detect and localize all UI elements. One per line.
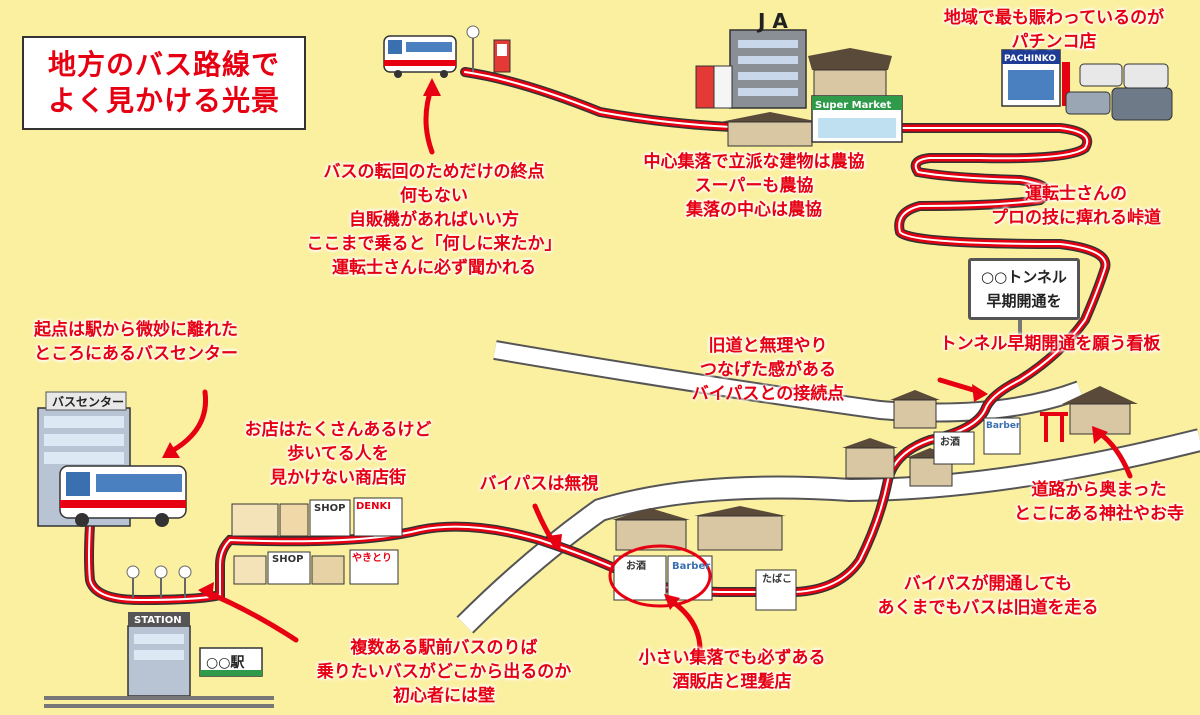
station-name-label: ○○駅 bbox=[206, 655, 245, 671]
barber2-label: Barber bbox=[986, 421, 1021, 431]
title-line-1: 地方のバス路線で bbox=[47, 48, 280, 81]
annotation-bypass-ignore: バイパスは無視 bbox=[466, 472, 612, 496]
bus-center-sign bbox=[45, 391, 127, 411]
station-stops-line-1: 複数ある駅前バスのりば bbox=[350, 638, 538, 658]
shop1-label: SHOP bbox=[314, 503, 345, 514]
terminal-line-5: 運転士さんに必ず聞かれる bbox=[332, 258, 536, 278]
bus-stop-pole-icon bbox=[466, 25, 480, 72]
tabako-label: たばこ bbox=[762, 572, 792, 585]
shopping-line-2: 歩いてる人を bbox=[287, 444, 389, 464]
yakitori-label: やきとり bbox=[352, 552, 392, 564]
old-road-line-1: 旧道と無理やり bbox=[708, 336, 828, 356]
pachinko-line-2: パチンコ店 bbox=[1011, 32, 1097, 52]
arrow-heads bbox=[162, 78, 1108, 610]
old-road-line-3: バイパスとの接続点 bbox=[691, 384, 845, 404]
shopping-line-1: お店はたくさんあるけど bbox=[244, 420, 432, 440]
annotation-bypass-open: バイパスが開通しても あくまでもバスは旧道を走る bbox=[846, 572, 1130, 620]
shrine-line-1: 道路から奥まった bbox=[1031, 480, 1167, 500]
bypass-open-line-1: バイパスが開通しても bbox=[903, 574, 1073, 594]
liquor-barber-line-2: 酒販店と理髪店 bbox=[672, 672, 792, 692]
bypass-open-line-2: あくまでもバスは旧道を走る bbox=[877, 598, 1099, 618]
tunnel-note-line-1: トンネル早期開通を願う看板 bbox=[939, 334, 1161, 354]
bus-center-line-1: 起点は駅から微妙に離れた bbox=[34, 320, 238, 340]
shopping-line-3: 見かけない商店街 bbox=[270, 468, 406, 488]
barber1-label: Barber bbox=[672, 561, 710, 572]
ja-line-1: 中心集落で立派な建物は農協 bbox=[643, 152, 865, 172]
annotation-old-road: 旧道と無理やり つなげた感がある バイパスとの接続点 bbox=[668, 334, 868, 406]
bus-center-label: バスセンター bbox=[52, 395, 124, 409]
liquor-barber-highlight bbox=[608, 544, 712, 608]
title-line-2: よく見かける光景 bbox=[47, 84, 280, 117]
title-box: 地方のバス路線で よく見かける光景 bbox=[22, 36, 306, 130]
station-board-stripe bbox=[200, 670, 262, 676]
supermarket-icon bbox=[811, 95, 903, 143]
tunnel-sign: ○○トンネル 早期開通を bbox=[968, 258, 1080, 320]
annotation-tunnel-sign: トンネル早期開通を願う看板 bbox=[924, 332, 1176, 356]
station-bus-stops-icon bbox=[126, 565, 192, 598]
annotation-shrine: 道路から奥まった とこにある神社やお寺 bbox=[1000, 478, 1198, 526]
station-building-icon bbox=[127, 612, 191, 697]
terminal-bus-icon bbox=[383, 35, 457, 78]
arrow-bus-center bbox=[167, 389, 209, 455]
traditional-house-icon bbox=[720, 48, 892, 147]
ja-label: J A bbox=[756, 9, 788, 33]
parked-cars-icon bbox=[1065, 63, 1173, 121]
station-stops-line-2: 乗りたいバスがどこから出るのか bbox=[316, 662, 572, 682]
pass-line-2: プロの技に痺れる峠道 bbox=[991, 208, 1161, 228]
annotation-station-stops: 複数ある駅前バスのりば 乗りたいバスがどこから出るのか 初心者には壁 bbox=[294, 636, 594, 708]
annotation-terminal: バスの転回のためだけの終点 何もない 自販機があればいい方 ここまで乗ると「何し… bbox=[298, 160, 570, 280]
bypass-road bbox=[456, 428, 1200, 634]
annotation-shopping: お店はたくさんあるけど 歩いてる人を 見かけない商店街 bbox=[216, 418, 460, 490]
east-village-houses-icon bbox=[842, 390, 1021, 487]
supermarket-label: Super Market bbox=[815, 100, 891, 111]
sake1-label: お酒 bbox=[626, 559, 646, 572]
shopping-street-icon bbox=[231, 497, 403, 585]
pachinko-line-1: 地域で最も賑わっているのが bbox=[943, 8, 1165, 28]
station-stops-line-3: 初心者には壁 bbox=[393, 686, 495, 706]
bus-center-line-2: ところにあるバスセンター bbox=[34, 344, 238, 364]
bus-route-line bbox=[84, 67, 1111, 606]
tunnel-sign-line-1: ○○トンネル bbox=[981, 268, 1067, 286]
shrine-line-2: とこにある神社やお寺 bbox=[1014, 504, 1184, 524]
station-label: STATION bbox=[134, 615, 182, 626]
sake2-label: お酒 bbox=[940, 435, 960, 448]
annotation-pass: 運転士さんの プロの技に痺れる峠道 bbox=[976, 182, 1176, 230]
terminal-line-1: バスの転回のためだけの終点 bbox=[323, 162, 545, 182]
tunnel-sign-line-2: 早期開通を bbox=[986, 292, 1062, 310]
pass-line-1: 運転士さんの bbox=[1025, 184, 1127, 204]
denki-label: DENKI bbox=[356, 501, 391, 512]
old-road-west bbox=[493, 340, 1084, 423]
old-road-line-2: つなげた感がある bbox=[700, 360, 836, 380]
terminal-line-3: 自販機があればいい方 bbox=[349, 210, 519, 230]
small-village-houses-icon bbox=[612, 506, 797, 611]
sign-post bbox=[1018, 320, 1022, 342]
city-bus-icon bbox=[59, 465, 187, 527]
liquor-barber-line-1: 小さい集落でも必ずある bbox=[638, 648, 826, 668]
vending-machine-icon bbox=[493, 39, 511, 73]
annotation-bus-center: 起点は駅から微妙に離れた ところにあるバスセンター bbox=[4, 318, 268, 366]
ja-line-2: スーパーも農協 bbox=[694, 176, 814, 196]
arrow-liquor-barber bbox=[667, 597, 703, 653]
annotation-pachinko: 地域で最も賑わっているのが パチンコ店 bbox=[918, 6, 1190, 54]
ja-building-icon bbox=[729, 29, 807, 109]
vending-machines-ja-icon bbox=[695, 65, 733, 109]
annotation-ja: 中心集落で立派な建物は農協 スーパーも農協 集落の中心は農協 bbox=[636, 150, 872, 222]
shop2-label: SHOP bbox=[272, 554, 303, 565]
terminal-line-2: 何もない bbox=[400, 186, 468, 206]
bypass-ignore-line-1: バイパスは無視 bbox=[479, 474, 599, 494]
terminal-line-4: ここまで乗ると「何しに来たか」 bbox=[306, 234, 562, 254]
pachinko-building-icon bbox=[1001, 49, 1070, 107]
ja-line-3: 集落の中心は農協 bbox=[686, 200, 822, 220]
pachinko-label: PACHINKO bbox=[1004, 54, 1056, 64]
annotation-liquor-barber: 小さい集落でも必ずある 酒販店と理髪店 bbox=[612, 646, 852, 694]
arrow-station bbox=[203, 589, 299, 643]
shrine-torii-icon bbox=[1040, 412, 1068, 442]
railway-track bbox=[44, 696, 274, 708]
